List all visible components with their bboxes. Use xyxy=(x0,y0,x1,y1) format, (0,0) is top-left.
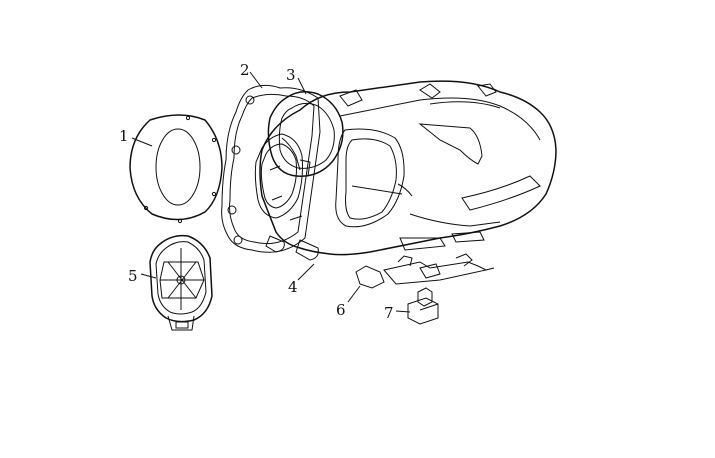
callout-7: 7 xyxy=(384,304,394,322)
callout-5: 5 xyxy=(128,267,138,285)
leader-line-1 xyxy=(131,137,153,147)
callout-3: 3 xyxy=(286,66,296,84)
callout-6: 6 xyxy=(336,301,346,319)
callout-2: 2 xyxy=(240,61,250,79)
leader-line-6 xyxy=(347,285,361,303)
part-4-crankcase-cover xyxy=(259,80,557,261)
part-7-plug xyxy=(407,287,439,325)
part-6-bracket xyxy=(355,253,495,289)
callout-4: 4 xyxy=(288,278,298,296)
leader-line-4 xyxy=(297,263,315,281)
leader-lines xyxy=(131,71,411,313)
leader-line-2 xyxy=(249,71,263,89)
part-1-cover-disc xyxy=(129,114,223,224)
leader-line-5 xyxy=(140,273,157,279)
leader-line-3 xyxy=(297,77,307,95)
leader-line-7 xyxy=(395,310,411,313)
part-5-filter-element xyxy=(149,234,213,331)
part-3-filter-housing-ring xyxy=(254,91,344,219)
part-2-gasket xyxy=(221,84,321,253)
callout-1: 1 xyxy=(119,127,129,145)
